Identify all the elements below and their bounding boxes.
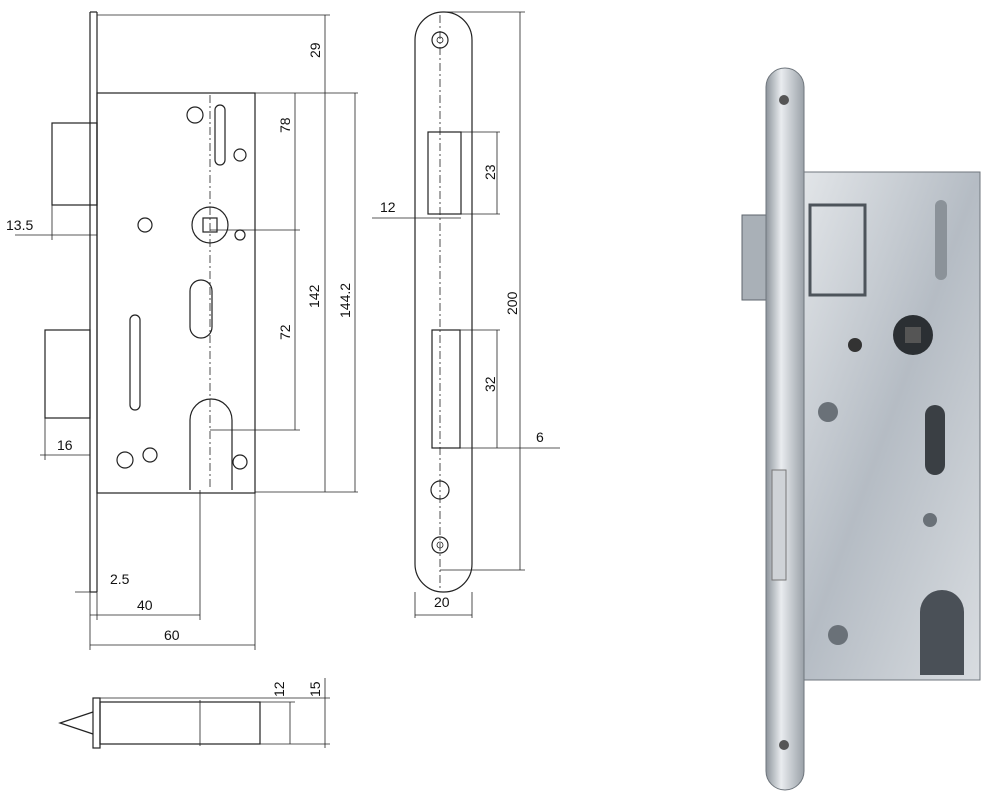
side-dim-32: 32 xyxy=(482,376,498,392)
latch-opening xyxy=(427,131,462,215)
side-dim-200: 200 xyxy=(504,291,520,315)
lock-case xyxy=(96,92,256,494)
dim-29: 29 xyxy=(307,42,323,58)
dim-40: 40 xyxy=(137,597,153,613)
photo-forend xyxy=(765,67,805,791)
dim-142: 142 xyxy=(306,284,322,308)
side-dim-20: 20 xyxy=(434,594,450,610)
forend-plate xyxy=(414,11,473,593)
cylinder-cutout xyxy=(189,398,233,490)
dim-2-5: 2.5 xyxy=(110,571,130,587)
dim-72: 72 xyxy=(277,324,293,340)
front-view: 29 78 13.5 142 144.2 72 16 2.5 40 60 xyxy=(6,11,358,650)
bottom-dim-15: 15 xyxy=(307,681,323,697)
dim-13-5: 13.5 xyxy=(6,217,33,233)
side-dim-23: 23 xyxy=(482,164,498,180)
side-dim-6: 6 xyxy=(536,429,544,445)
dim-78: 78 xyxy=(277,117,293,133)
bottom-view: 12 15 xyxy=(58,678,330,749)
dead-bolt xyxy=(44,329,91,419)
side-view: 12 23 200 32 6 20 xyxy=(372,11,560,618)
dim-144-2: 144.2 xyxy=(337,283,353,318)
latch-bolt xyxy=(51,122,98,206)
bolt-opening xyxy=(431,329,461,449)
photo-cylinder-cutout xyxy=(920,590,964,675)
lock-photo xyxy=(741,67,981,791)
bottom-dim-12: 12 xyxy=(271,681,287,697)
side-dim-12: 12 xyxy=(380,199,396,215)
dim-16: 16 xyxy=(57,437,73,453)
dim-60: 60 xyxy=(164,627,180,643)
